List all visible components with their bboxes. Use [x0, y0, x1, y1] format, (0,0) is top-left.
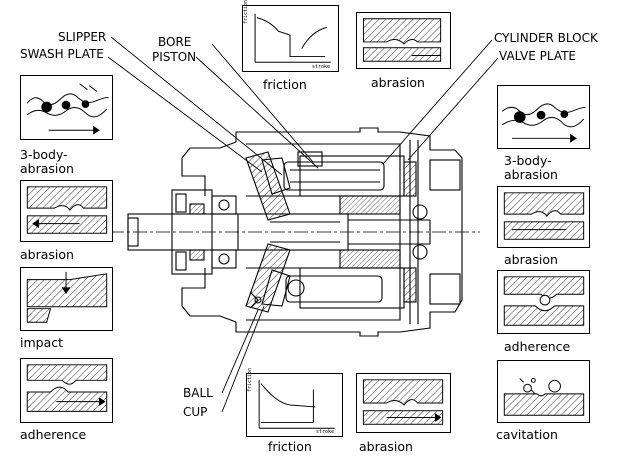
- abrasion-icon: [362, 18, 442, 62]
- adherence-icon: [503, 276, 585, 326]
- panel-bottom-abrasion: [356, 373, 451, 433]
- panel-bottom-friction: [246, 373, 343, 437]
- three-body-abrasion-icon: [26, 83, 109, 135]
- caption-left-3body: 3-body- abrasion: [20, 147, 74, 176]
- cavitation-icon: [503, 377, 585, 416]
- label-cup: CUP: [183, 405, 208, 419]
- panel-top-friction: [242, 5, 339, 72]
- bottom-friction-x-axis: stroke: [316, 429, 335, 435]
- abrasion-icon: [503, 192, 585, 240]
- friction-graph-icon: [254, 13, 331, 63]
- label-swash-plate: SWASH PLATE: [20, 47, 104, 61]
- panel-left-impact: [20, 267, 113, 331]
- panel-right-abrasion: [497, 186, 590, 248]
- caption-right-abrasion: abrasion: [504, 252, 558, 267]
- label-ball: BALL: [183, 386, 213, 400]
- label-cylinder-block: CYLINDER BLOCK: [494, 31, 598, 45]
- label-slipper: SLIPPER: [58, 30, 107, 44]
- caption-bottom-friction: friction: [268, 439, 312, 454]
- caption-right-cavitation: cavitation: [496, 427, 558, 442]
- three-body-abrasion-icon: [502, 103, 586, 143]
- bottom-friction-y-axis: friction: [247, 367, 253, 392]
- caption-right-3body: 3-body- abrasion: [504, 153, 558, 182]
- panel-left-adherence: [20, 358, 113, 423]
- caption-right-adherence: adherence: [504, 339, 571, 354]
- caption-left-impact: impact: [20, 335, 64, 350]
- caption-top-friction: friction: [263, 77, 307, 92]
- label-bore: BORE: [158, 35, 192, 49]
- panel-top-abrasion: [356, 12, 451, 69]
- caption-left-adherence: adherence: [20, 427, 87, 442]
- label-valve-plate: VALVE PLATE: [499, 49, 577, 63]
- label-piston: PISTON: [152, 50, 197, 64]
- panel-left-3body: [20, 75, 113, 140]
- impact-icon: [26, 271, 108, 323]
- panel-left-abrasion: [20, 180, 113, 242]
- panel-right-adherence: [497, 270, 590, 334]
- abrasion-icon: [26, 186, 108, 234]
- panel-right-3body: [497, 85, 590, 149]
- panel-right-cavitation: [497, 360, 590, 423]
- top-friction-y-axis: friction: [243, 0, 249, 24]
- caption-bottom-abrasion: abrasion: [359, 439, 413, 454]
- caption-left-abrasion: abrasion: [20, 247, 74, 262]
- friction-graph-icon: [258, 379, 335, 429]
- caption-top-abrasion: abrasion: [371, 75, 425, 90]
- top-friction-x-axis: stroke: [312, 64, 331, 70]
- adherence-icon: [26, 364, 108, 412]
- abrasion-icon: [362, 379, 444, 425]
